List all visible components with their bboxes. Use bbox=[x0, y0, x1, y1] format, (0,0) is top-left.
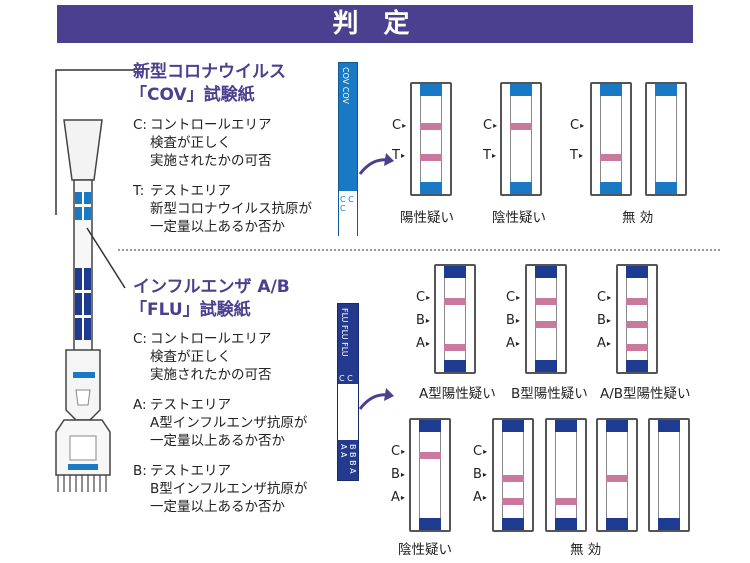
flu-top-marker-b-3: B▸ bbox=[597, 313, 611, 328]
result-band-c bbox=[626, 298, 648, 305]
cov-c-line-2: 検査が正しく bbox=[150, 135, 231, 151]
flu-strip-text-top: FLU FLU FLU bbox=[340, 308, 349, 357]
flu-bottom-result-card-3 bbox=[545, 418, 587, 532]
cov-strip-text-mid: C C C bbox=[340, 195, 354, 213]
cov-caption-positive: 陽性疑い bbox=[400, 210, 454, 226]
test-device-illustration bbox=[55, 69, 135, 492]
flu-top-marker-a-1: A▸ bbox=[416, 336, 430, 351]
result-band-a bbox=[626, 344, 648, 351]
cov-c-label: C: bbox=[133, 117, 147, 133]
cov-result-card-4 bbox=[645, 82, 687, 196]
cov-caption-negative: 陰性疑い bbox=[492, 210, 546, 226]
flu-top-marker-c-2: C▸ bbox=[506, 290, 521, 305]
flu-bottom-result-card-2 bbox=[492, 418, 534, 532]
flu-heading-1: インフルエンザ A/B bbox=[133, 277, 290, 297]
cov-t-line-2: 新型コロナウイルス抗原が bbox=[150, 201, 312, 217]
cov-marker-t-3: T▸ bbox=[570, 148, 583, 163]
flu-bot-marker-b-2: B▸ bbox=[473, 467, 487, 482]
flu-c-line-3: 実施されたかの可否 bbox=[150, 367, 272, 383]
flu-bottom-result-card-1 bbox=[409, 418, 451, 532]
banner-title: 判 定 bbox=[57, 5, 693, 43]
flu-b-label: B: bbox=[133, 463, 147, 479]
result-band-t bbox=[600, 154, 622, 161]
flu-top-result-card-1 bbox=[434, 264, 476, 374]
flu-c-line-1: コントロールエリア bbox=[150, 331, 272, 347]
flu-bottom-result-card-5 bbox=[648, 418, 690, 532]
result-band-b bbox=[502, 475, 524, 482]
flu-strip-text-mid: C C C bbox=[339, 374, 353, 392]
cov-c-line-1: コントロールエリア bbox=[150, 117, 272, 133]
flu-bot-marker-c-1: C▸ bbox=[391, 444, 406, 459]
cov-marker-c-2: C▸ bbox=[483, 118, 498, 133]
cov-c-line-3: 実施されたかの可否 bbox=[150, 153, 272, 169]
flu-a-line-1: テストエリア bbox=[150, 397, 231, 413]
flu-a-label: A: bbox=[133, 397, 147, 413]
flu-caption-b-positive: B型陽性疑い bbox=[511, 386, 588, 402]
cov-arrow-icon bbox=[358, 153, 394, 175]
cov-t-label: T: bbox=[133, 183, 145, 199]
flu-bot-marker-a-2: A▸ bbox=[473, 490, 487, 505]
flu-top-marker-c-1: C▸ bbox=[416, 290, 431, 305]
flu-b-line-2: B型インフルエンザ抗原が bbox=[150, 481, 308, 497]
cov-marker-c: C▸ bbox=[392, 118, 407, 133]
section-divider bbox=[118, 249, 720, 251]
flu-strip-text-bot: B B B A A A bbox=[339, 444, 357, 474]
flu-caption-negative: 陰性疑い bbox=[398, 542, 452, 558]
flu-bot-marker-a-1: A▸ bbox=[391, 490, 405, 505]
cov-caption-invalid: 無 効 bbox=[622, 210, 654, 226]
flu-bottom-result-card-4 bbox=[596, 418, 638, 532]
cov-result-card-1 bbox=[410, 82, 452, 196]
flu-heading-2: 「FLU」試験紙 bbox=[130, 300, 251, 320]
flu-top-marker-a-3: A▸ bbox=[597, 336, 611, 351]
flu-top-result-card-3 bbox=[616, 264, 658, 374]
result-band-t bbox=[420, 154, 442, 161]
flu-top-result-card-2 bbox=[525, 264, 567, 374]
cov-result-card-3 bbox=[590, 82, 632, 196]
cov-strip-text-top: COV COV bbox=[341, 67, 350, 104]
cov-marker-t-2: T▸ bbox=[483, 148, 496, 163]
cov-marker-t: T▸ bbox=[392, 148, 405, 163]
flu-test-strip: FLU FLU FLU C C C B B B A A A bbox=[337, 303, 359, 481]
result-band-c bbox=[419, 452, 441, 459]
result-band-c bbox=[420, 123, 442, 130]
flu-b-line-3: 一定量以上あるか否か bbox=[150, 499, 285, 515]
flu-bot-marker-b-1: B▸ bbox=[391, 467, 405, 482]
flu-top-marker-b-2: B▸ bbox=[506, 313, 520, 328]
flu-arrow-icon bbox=[358, 388, 394, 410]
flu-caption-ab-positive: A/B型陽性疑い bbox=[600, 386, 691, 402]
flu-top-marker-b-1: B▸ bbox=[416, 313, 430, 328]
cov-heading-1: 新型コロナウイルス bbox=[133, 62, 286, 82]
flu-caption-invalid: 無 効 bbox=[570, 542, 602, 558]
flu-caption-a-positive: A型陽性疑い bbox=[419, 386, 496, 402]
cov-t-line-3: 一定量以上あるか否か bbox=[150, 219, 285, 235]
cov-test-strip: COV COV C C C T T bbox=[338, 62, 358, 272]
cov-result-card-2 bbox=[500, 82, 542, 196]
flu-b-line-1: テストエリア bbox=[150, 463, 231, 479]
result-band-c bbox=[444, 298, 466, 305]
cov-t-line-1: テストエリア bbox=[150, 183, 231, 199]
flu-top-marker-c-3: C▸ bbox=[597, 290, 612, 305]
cov-strip-text-bot: T T bbox=[341, 263, 354, 272]
result-band-a bbox=[502, 498, 524, 505]
flu-top-marker-a-2: A▸ bbox=[506, 336, 520, 351]
cov-marker-c-3: C▸ bbox=[570, 118, 585, 133]
result-band-a bbox=[444, 344, 466, 351]
flu-a-line-3: 一定量以上あるか否か bbox=[150, 433, 285, 449]
flu-bot-marker-c-2: C▸ bbox=[473, 444, 488, 459]
result-band-b bbox=[626, 321, 648, 328]
flu-a-line-2: A型インフルエンザ抗原が bbox=[150, 415, 308, 431]
result-band-c bbox=[535, 298, 557, 305]
result-band-b bbox=[606, 475, 628, 482]
result-band-a bbox=[555, 498, 577, 505]
flu-c-line-2: 検査が正しく bbox=[150, 349, 231, 365]
result-band-c bbox=[510, 123, 532, 130]
result-band-b bbox=[535, 321, 557, 328]
flu-c-label: C: bbox=[133, 331, 147, 347]
cov-heading-2: 「COV」試験紙 bbox=[130, 85, 255, 105]
